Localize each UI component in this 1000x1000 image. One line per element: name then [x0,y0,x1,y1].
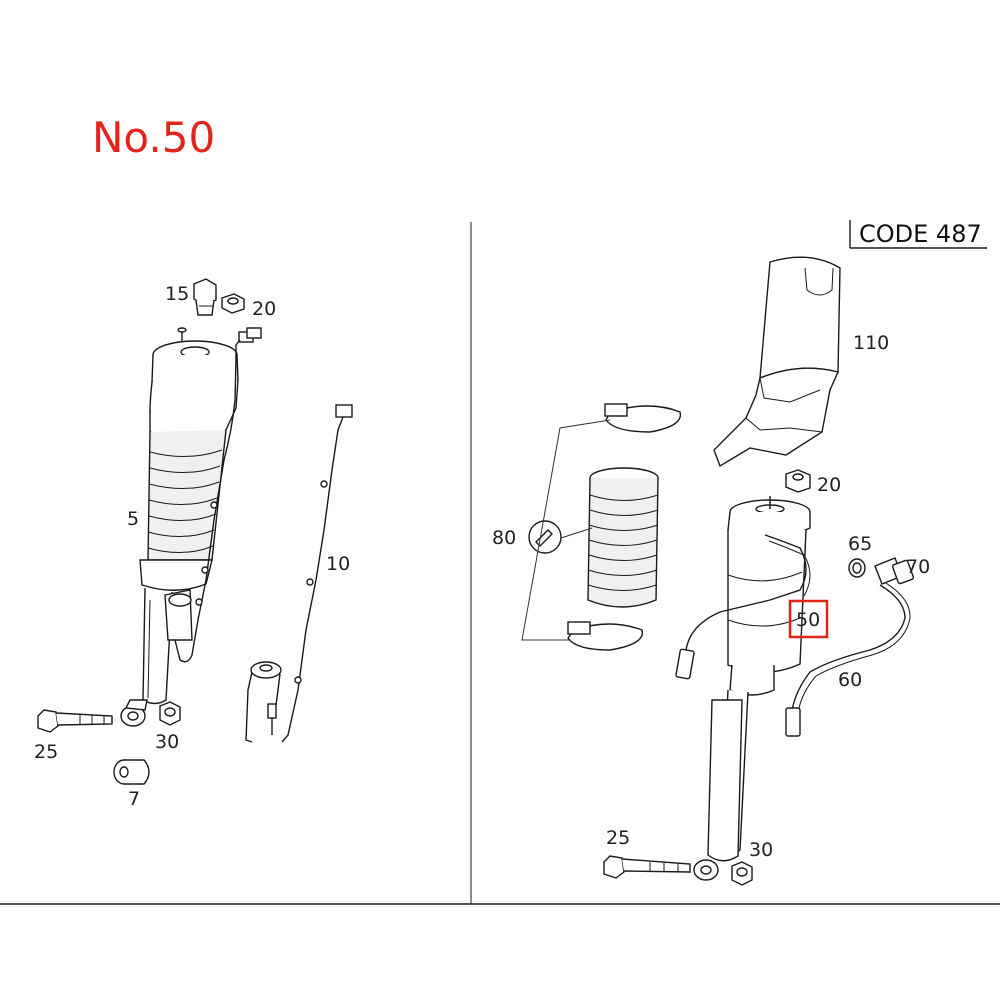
label-20-right: 20 [817,474,841,496]
label-20: 20 [252,298,276,320]
right-part-30-nut [731,861,753,886]
label-60: 60 [838,669,862,691]
left-part-10-harness [245,404,353,743]
right-part-60-line [785,581,911,737]
right-part-80-bellows-kit [521,403,682,651]
label-70: 70 [906,556,930,578]
label-110: 110 [853,332,889,354]
right-part-25-bolt [603,855,691,879]
label-25: 25 [34,741,58,763]
left-part-20-nut [221,293,245,314]
right-part-65-ring [848,558,866,578]
code-box: CODE 487 [849,220,987,249]
label-65: 65 [848,533,872,555]
right-part-20-nut [785,469,811,493]
right-part-110-cover [713,256,841,468]
left-part-25-bolt [37,709,113,733]
label-7: 7 [128,788,140,810]
label-30: 30 [155,731,179,753]
label-50: 50 [796,609,820,631]
left-part-7-bushing [113,759,150,785]
headline-text: No.50 [92,113,215,162]
label-10: 10 [326,553,350,575]
label-25-right: 25 [606,827,630,849]
left-part-30-nut [159,701,181,726]
right-shock-assembly [675,496,811,881]
code-text: CODE 487 [859,220,982,248]
right-part-70-fitting [874,557,915,585]
label-80: 80 [492,527,516,549]
left-part-15-nut [193,278,217,316]
label-15: 15 [165,283,189,305]
label-5: 5 [127,508,139,530]
label-30-right: 30 [749,839,773,861]
left-shock-assembly [120,327,262,727]
highlight-box-50 [788,599,829,639]
